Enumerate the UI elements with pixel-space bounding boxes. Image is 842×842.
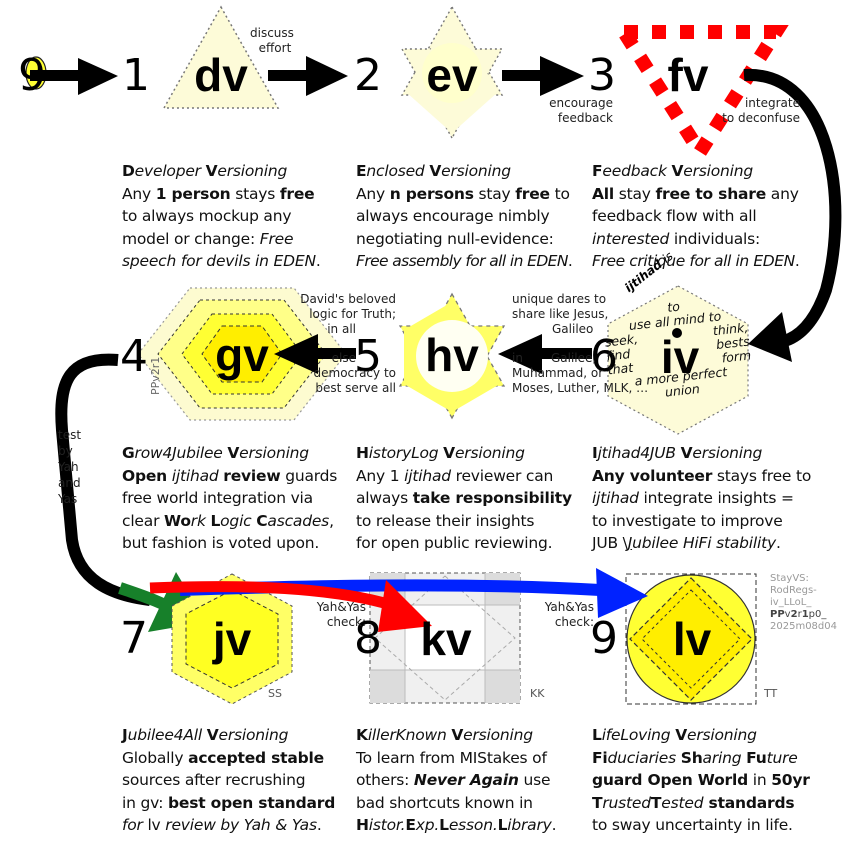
symbol-iv: iv — [660, 331, 700, 383]
desc-hv-title: HistoryLog Versioning — [356, 444, 525, 462]
desc-gv-title: Grow4Jubilee Versioning — [122, 444, 309, 462]
desc-jv: Jubilee4All Versioning Globally accepted… — [122, 724, 362, 837]
note-test-by-yah-yas: test by Yah and Yas — [58, 428, 82, 506]
desc-dv-title: Developer Versioning — [122, 162, 288, 180]
symbol-dv: dv — [194, 49, 248, 101]
desc-fv-title: Feedback Versioning — [592, 162, 754, 180]
desc-ev: Enclosed Versioning Any n persons stay f… — [356, 160, 596, 273]
node-number-0: 9 — [18, 50, 46, 101]
tag-lv: TT — [764, 687, 778, 700]
node-number-9: 9 — [590, 613, 618, 664]
desc-jv-title: Jubilee4All Versioning — [122, 726, 289, 744]
node-number-7: 7 — [120, 613, 148, 664]
node-number-4: 4 — [120, 331, 148, 382]
symbol-ev: ev — [426, 49, 478, 101]
desc-ev-title: Enclosed Versioning — [356, 162, 511, 180]
symbol-jv: jv — [212, 613, 252, 665]
jv-hexagon — [171, 573, 293, 705]
node-number-3: 3 — [588, 50, 616, 101]
iv-dot — [672, 328, 682, 338]
lv-circle — [625, 573, 757, 705]
arrow-0-1 — [30, 58, 118, 95]
desc-dv: Developer Versioning Any 1 person stays … — [122, 160, 362, 273]
desc-hv: HistoryLog Versioning Any 1 ijtihad revi… — [356, 442, 596, 555]
arrow-1-2 — [268, 56, 348, 96]
arrow-5-4 — [274, 334, 356, 374]
desc-kv-title: KillerKnown Versioning — [356, 726, 533, 744]
symbol-lv: lv — [672, 613, 712, 665]
arrow-2-3 — [502, 56, 584, 96]
desc-gv: Grow4Jubilee Versioning Open ijtihad rev… — [122, 442, 362, 555]
note-davids-logic: David's beloved logic for Truth; in all … — [300, 292, 396, 395]
tag-kv: KK — [530, 687, 545, 700]
arrow-6-5 — [498, 334, 592, 374]
fv-triangle — [611, 25, 789, 166]
desc-kv: KillerKnown Versioning To learn from MIS… — [356, 724, 596, 837]
desc-lv: LifeLoving Versioning Fiduciaries Sharin… — [592, 724, 832, 837]
version-stamp: StayVS: RodRegs- iv_LLoL_ PPv2r1p0_ 2025… — [770, 573, 837, 632]
gv-hexagons — [137, 287, 347, 421]
note-unique-dares: unique dares to share like Jesus, Galile… — [512, 292, 649, 395]
symbol-kv: kv — [420, 613, 472, 665]
node-number-2: 2 — [354, 50, 382, 101]
desc-iv-title: Ijtihad4JUB Versioning — [592, 444, 763, 462]
desc-lv-title: LifeLoving Versioning — [592, 726, 757, 744]
arrow-3-6 — [743, 68, 842, 362]
symbol-fv: fv — [667, 49, 709, 101]
desc-fv: Feedback Versioning All stay free to sha… — [592, 160, 832, 273]
tag-gv: PPv2r1 — [149, 356, 162, 395]
node-number-1: 1 — [122, 50, 150, 101]
symbol-gv: gv — [215, 329, 269, 381]
node-number-8: 8 — [354, 613, 382, 664]
ev-star — [400, 5, 504, 140]
node-number-5: 5 — [354, 331, 382, 382]
hv-star — [398, 292, 506, 420]
kv-tile — [369, 572, 521, 704]
arrow-to-kv-red — [149, 580, 432, 632]
symbol-hv: hv — [425, 329, 479, 381]
tag-jv: SS — [268, 687, 282, 700]
iv-hexagon — [607, 285, 749, 435]
node-number-6: 6 — [590, 331, 618, 382]
desc-iv: Ijtihad4JUB Versioning Any volunteer sta… — [592, 442, 832, 555]
dv-triangle — [162, 5, 280, 109]
